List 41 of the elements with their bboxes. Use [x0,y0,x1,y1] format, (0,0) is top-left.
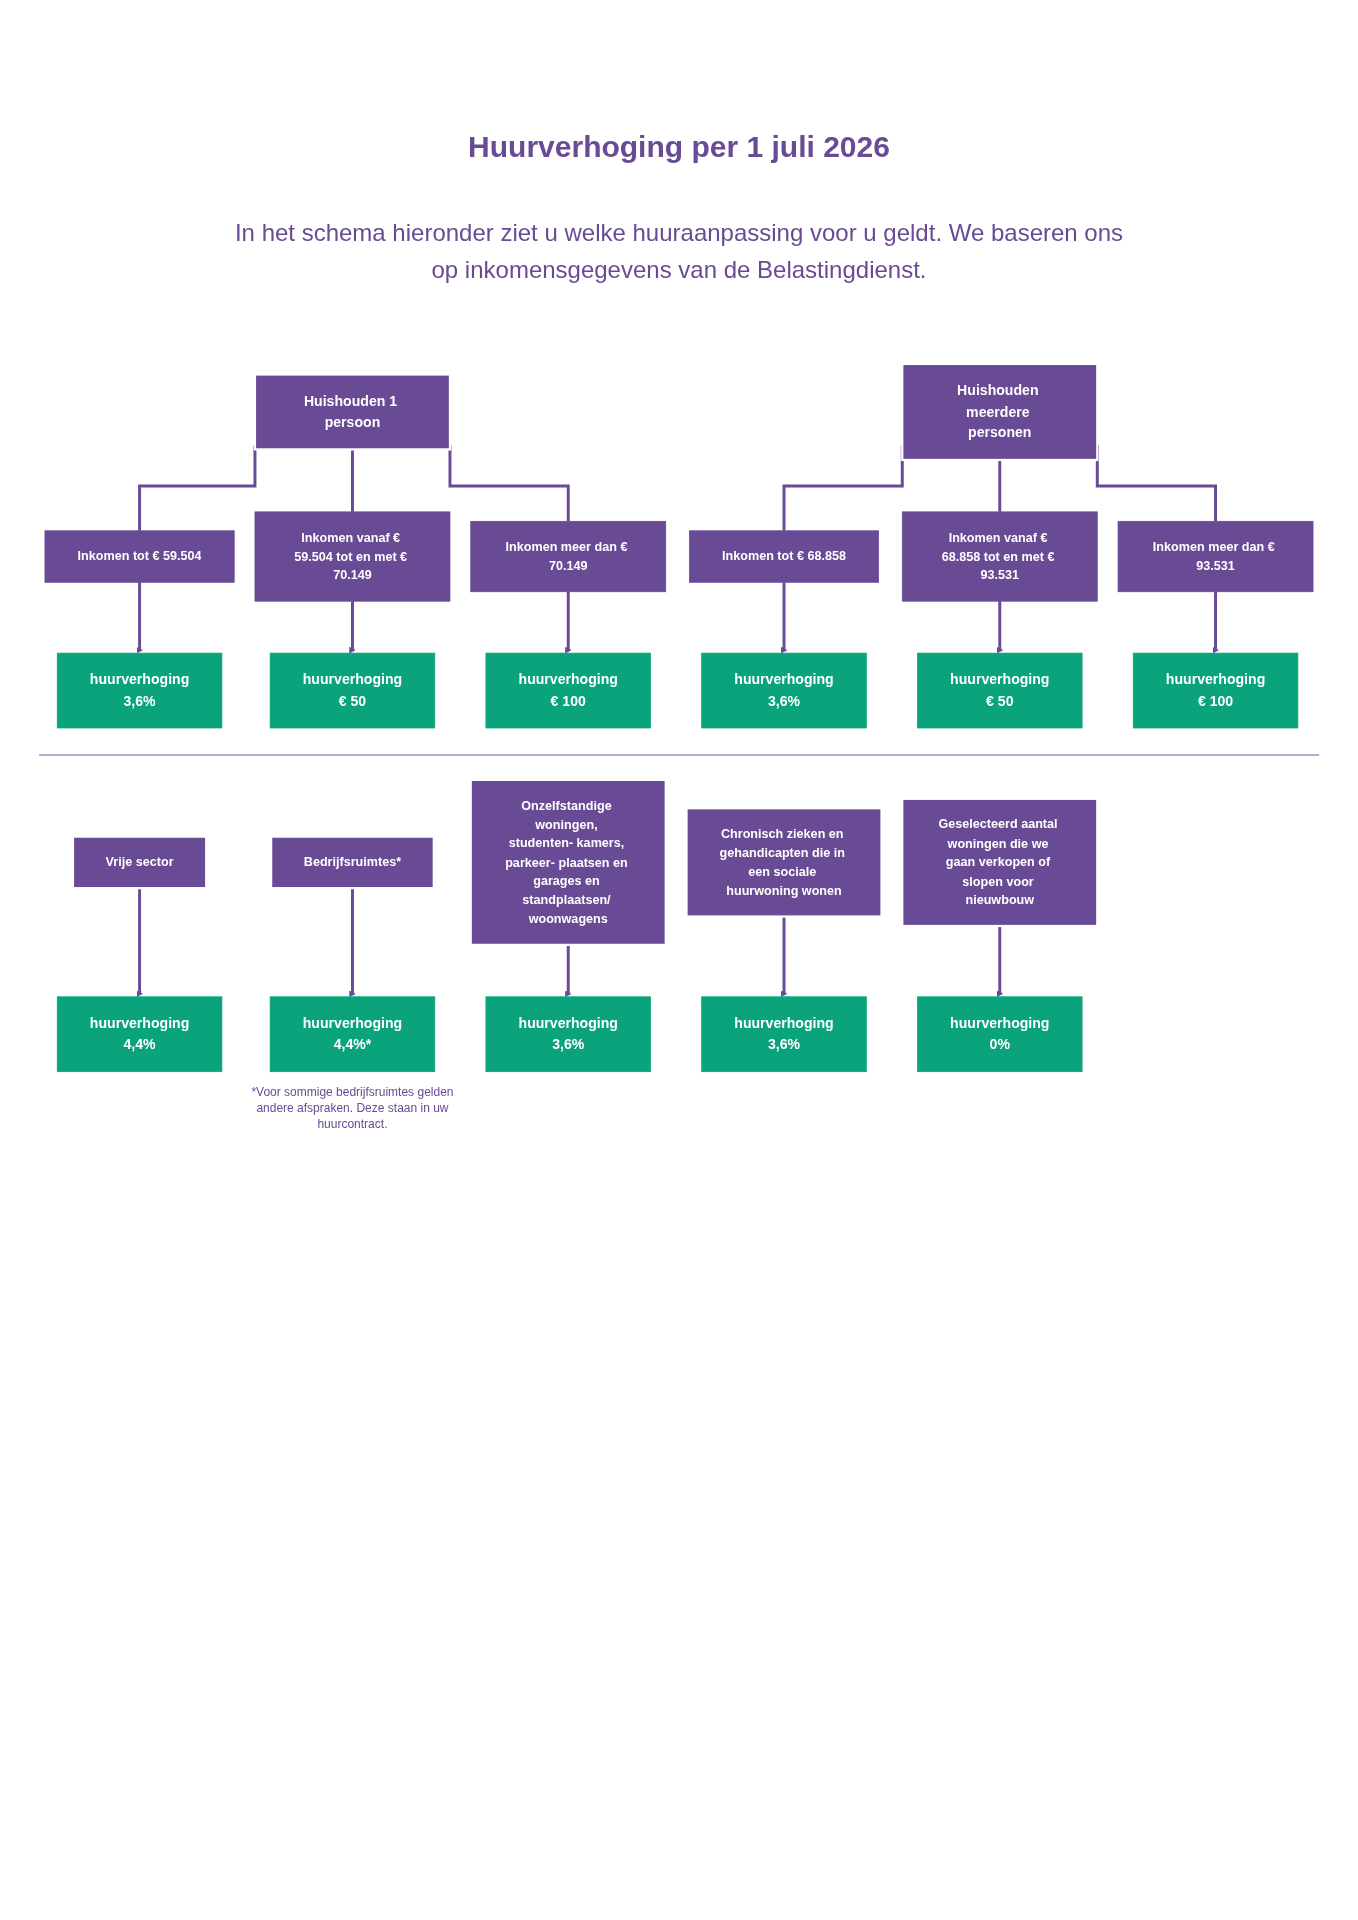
node-box: Huishouden meerdere personen [901,363,1099,462]
node-box: Vrije sector [71,835,208,890]
node-box: Inkomen vanaf € 68.858 tot en met € 93.531 [901,511,1098,602]
node-box: huurverhoging € 50 [917,653,1083,729]
node-box: huurverhoging € 50 [269,653,436,729]
arrow [780,582,788,654]
node-box: huurverhoging 0% [917,996,1083,1073]
arrow [349,601,356,654]
node-box: huurverhoging 4,4% [56,996,223,1073]
intro-text: In het schema hieronder ziet u welke huuraanpassing voor u geldt. We baseren ons op inkomensgegevens van de Belastingdienst. [233,218,1125,286]
arrow [996,926,1004,998]
node-box: huurverhoging € 100 [485,653,651,729]
node-box: huurverhoging 3,6% [56,653,223,729]
node-box: huurverhoging € 100 [1132,653,1299,729]
node-box: Bedrijfsruimtes* [270,835,435,890]
node-box: huurverhoging 3,6% [485,996,651,1073]
arrow [996,601,1004,654]
node-box: Inkomen meer dan € 93.531 [1117,521,1314,593]
connector [138,446,257,533]
arrow [564,592,572,654]
node-box: Geselecteerd aantal woningen die we gaan verkopen of slopen voor nieuwbouw [901,798,1099,928]
connector [998,460,1002,514]
connector [350,449,354,514]
node-box: Inkomen meer dan € 70.149 [470,521,667,593]
footnote: *Voor sommige bedrijfsruimtes gelden andere afspraken. Deze staan in uw huurcontract. [250,1084,455,1133]
node-box: Inkomen tot € 68.858 [689,530,879,584]
node-box: Huishouden 1 persoon [253,373,452,451]
node-box: huurverhoging 3,6% [701,653,867,729]
arrow [136,888,143,998]
arrow [1212,592,1219,654]
arrow [349,888,356,998]
arrow [780,916,788,998]
node-box: Inkomen tot € 59.504 [44,530,235,584]
node-box: Onzelfstandige woningen, studenten- kamers, parkeer- plaatsen en garages en standplaatsen/ woonwagens [469,779,667,947]
node-box: Inkomen vanaf € 59.504 tot en met € 70.149 [254,511,451,602]
node-box: huurverhoging 4,4%* [269,996,436,1073]
arrow [564,945,572,998]
arrow [136,582,143,654]
node-box: Chronisch zieken en gehandicapten die in een sociale huurwoning wonen [685,807,883,918]
title: Huurverhoging per 1 juli 2026 [467,129,891,164]
node-box: huurverhoging 3,6% [701,996,867,1073]
